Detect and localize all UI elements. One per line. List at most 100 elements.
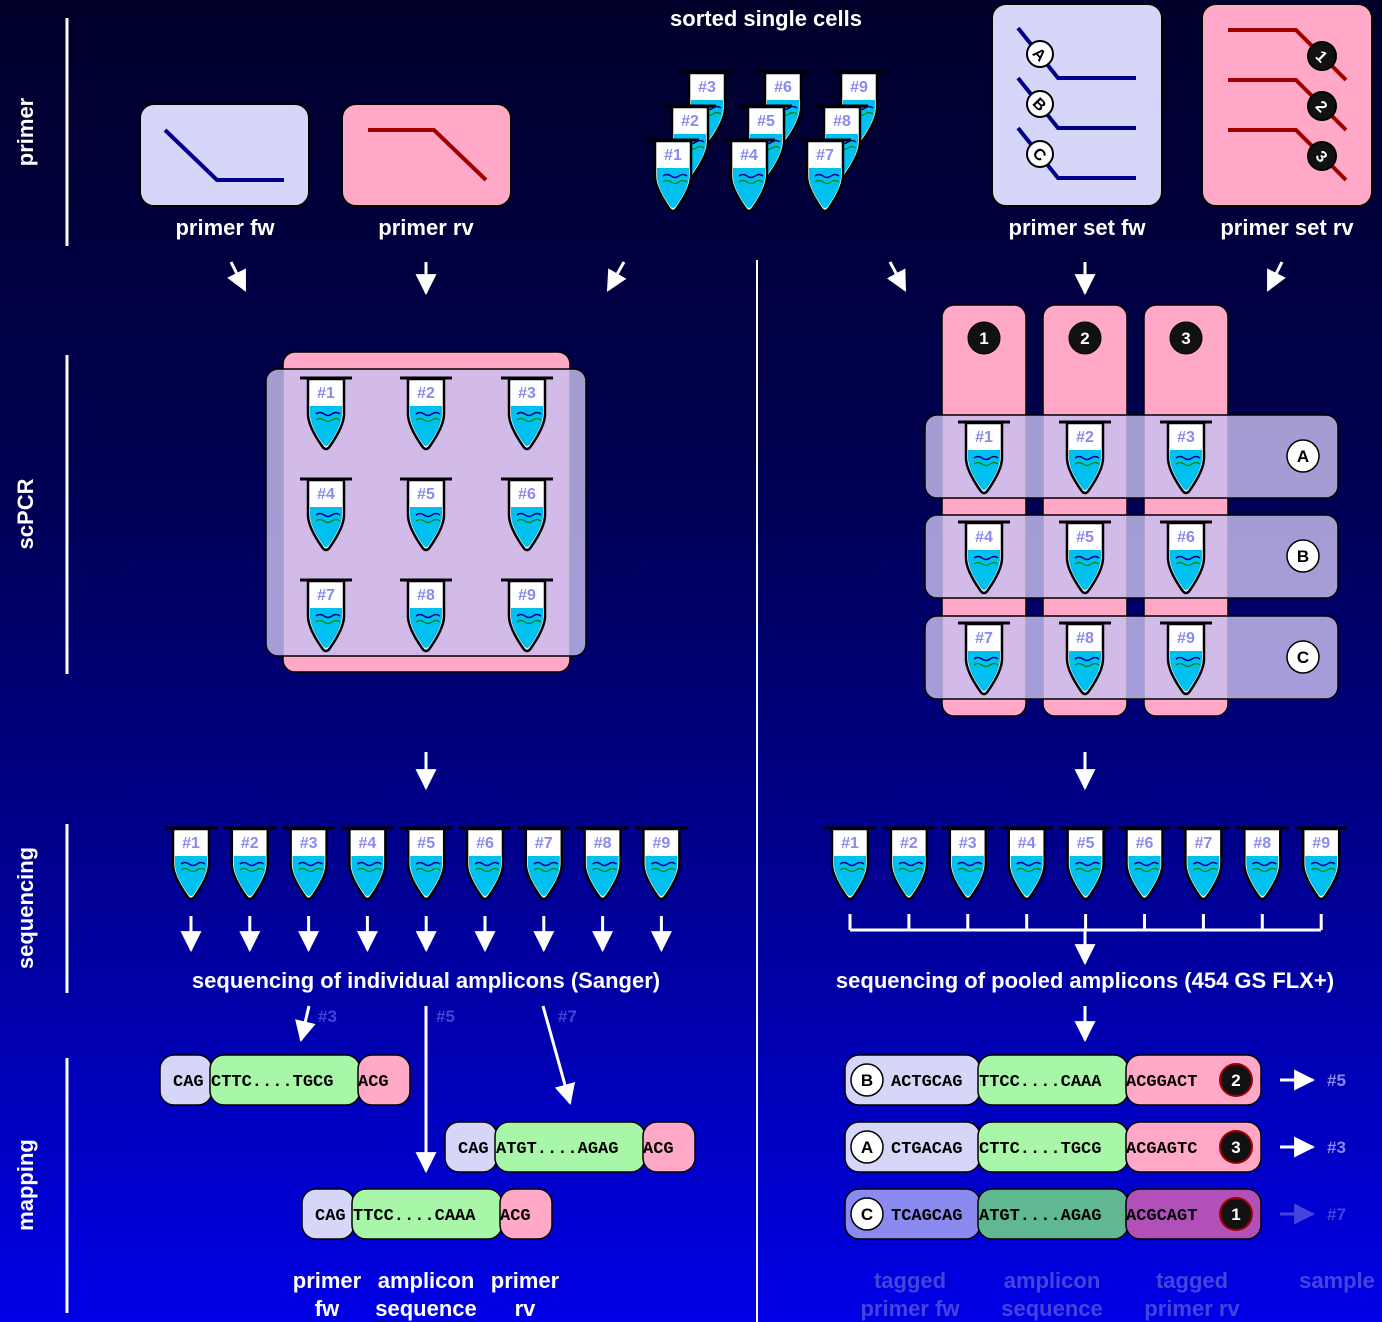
sample-label: #3 — [1327, 1138, 1346, 1157]
dna-strand-icon — [1134, 861, 1159, 867]
tube: #3 — [1160, 420, 1212, 495]
legend-tagged-rv-line1: tagged — [1156, 1268, 1228, 1293]
sequencing-tubes-left: #1#2#3#4#5#6#7#8#9 — [165, 826, 688, 901]
dna-strand-icon — [298, 867, 323, 873]
fw-row-tag: C — [1297, 648, 1309, 667]
tube: #8 — [1236, 826, 1289, 901]
dna-strand-icon — [415, 411, 441, 417]
tube-label: #3 — [698, 79, 716, 96]
tube-label: #3 — [1177, 429, 1195, 446]
rv-primer-column — [1143, 304, 1229, 717]
dna-strand-icon — [516, 619, 542, 625]
primer-rv-icon — [368, 128, 488, 182]
tube-label: #6 — [518, 486, 536, 503]
dna-strand-icon — [814, 179, 840, 185]
fw-tag-circle-icon — [850, 1130, 884, 1164]
tag-circle-icon — [1026, 90, 1054, 118]
sequencing-tubes-right: #1#2#3#4#5#6#7#8#9 — [824, 826, 1348, 901]
dna-strand-icon — [474, 861, 500, 867]
dna-strand-icon — [180, 867, 206, 873]
primer-fw-icon — [163, 128, 284, 182]
branch-label-5: #5 — [436, 1007, 455, 1026]
tube: #9 — [501, 578, 553, 653]
primer-set-rv-box: 123 — [1201, 3, 1373, 207]
tube-label: #9 — [1312, 835, 1330, 852]
tube-liquid — [511, 507, 543, 547]
fw-tag-circle-icon — [1286, 539, 1320, 573]
tube-label: #6 — [774, 79, 792, 96]
tube-label: #2 — [417, 385, 435, 402]
tube: #9 — [635, 826, 688, 901]
read-fw-tag: A — [861, 1138, 873, 1157]
dna-strand-icon — [315, 417, 341, 423]
dna-strand-icon — [814, 173, 840, 179]
tube-label: #6 — [1136, 835, 1154, 852]
dna-strand-icon — [357, 867, 382, 873]
dna-strand-icon — [1175, 662, 1201, 668]
primer-rv-segment — [642, 1121, 696, 1173]
tube-label: #1 — [975, 429, 993, 446]
fw-primer-row — [924, 615, 1339, 700]
tube-label: #8 — [1076, 630, 1094, 647]
tube-liquid — [410, 507, 442, 547]
tube-label: #5 — [1077, 835, 1095, 852]
tube-label: #1 — [664, 147, 682, 164]
tube-liquid — [645, 856, 678, 896]
rv-tag-circle-icon — [1219, 1063, 1253, 1097]
read-left — [444, 1121, 696, 1173]
tube-liquid — [1246, 856, 1279, 896]
dna-strand-icon — [957, 861, 983, 867]
dna-strand-icon — [1075, 867, 1100, 873]
dna-strand-icon — [516, 417, 542, 423]
legend-amplicon-line1: amplicon — [378, 1268, 475, 1293]
fw-primer-row — [924, 514, 1339, 599]
dna-strand-icon — [592, 861, 618, 867]
tube-label: #8 — [594, 835, 612, 852]
tag-circle-icon — [1307, 141, 1337, 171]
fw-tag-circle-icon — [1286, 439, 1320, 473]
scpcr-plate-left: #1#4#7#2#5#8#3#6#9 — [265, 351, 587, 673]
dna-strand-icon — [1075, 861, 1101, 867]
tube: #5 — [1059, 826, 1112, 901]
tube-liquid — [175, 856, 207, 896]
dna-strand-icon — [1192, 861, 1218, 867]
dna-strand-icon — [1175, 561, 1201, 567]
tube: #5 — [400, 826, 453, 901]
dna-strand-icon — [651, 867, 676, 873]
fw-tag-circle-icon — [850, 1063, 884, 1097]
legend-primer-rv-line2: rv — [515, 1296, 537, 1321]
tube-liquid — [586, 856, 619, 896]
primer-rv-segment — [499, 1188, 553, 1240]
tube-label: #1 — [841, 835, 859, 852]
tube-label: #2 — [1076, 429, 1094, 446]
tube: #9 — [1160, 621, 1212, 696]
tube: #1 — [824, 826, 876, 901]
tube-liquid — [1128, 856, 1161, 896]
tube-label: #8 — [1253, 835, 1271, 852]
primer-fw-label: primer fw — [175, 215, 275, 240]
dna-strand-icon — [1074, 656, 1100, 662]
tube: #8 — [576, 826, 629, 901]
rv-primer-column — [1042, 304, 1128, 717]
primer-rv-segment — [357, 1054, 411, 1106]
tube: #3 — [501, 376, 553, 451]
tube-label: #7 — [816, 147, 834, 164]
read-amplicon-seq: CTTC....TGCG — [211, 1073, 333, 1092]
tube: #8 — [400, 578, 452, 653]
rv-column-tag: 3 — [1181, 329, 1190, 348]
tube-label: #3 — [518, 385, 536, 402]
pooled-caption: sequencing of pooled amplicons (454 GS F… — [836, 968, 1334, 993]
read-rv-tag: 3 — [1231, 1138, 1240, 1157]
read-fw-seq: CAG — [458, 1140, 489, 1159]
tube: #1 — [958, 420, 1010, 495]
dna-strand-icon — [973, 656, 999, 662]
tube-label: #9 — [1177, 630, 1195, 647]
tube-label: #7 — [535, 835, 553, 852]
read-amplicon-seq: TTCC....CAAA — [353, 1207, 476, 1226]
rv-tag-circle-icon — [1219, 1197, 1253, 1231]
tube-label: #8 — [833, 113, 851, 130]
tube-liquid — [1010, 856, 1043, 896]
dna-strand-icon — [474, 867, 500, 873]
dna-strand-icon — [315, 518, 341, 524]
